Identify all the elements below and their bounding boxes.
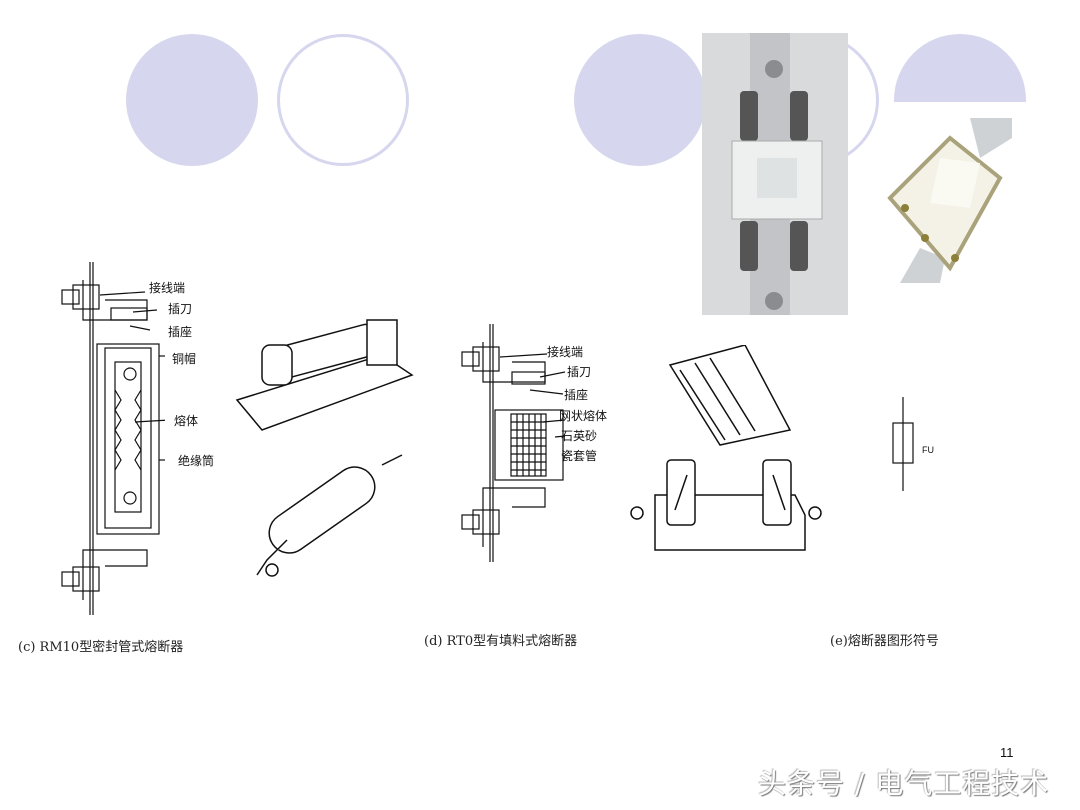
label-copper-cap: 铜帽 bbox=[172, 352, 197, 366]
label-porcelain-tube: 瓷套管 bbox=[561, 449, 598, 463]
caption-rm10: (c) RM10型密封管式熔断器 bbox=[18, 640, 184, 655]
decorative-circle bbox=[126, 34, 258, 166]
label-mesh-fuse: 网状熔体 bbox=[559, 409, 608, 423]
label-terminal: 接线端 bbox=[149, 281, 186, 295]
label-quartz-sand: 石英砂 bbox=[561, 429, 598, 443]
label-terminal: 接线端 bbox=[547, 345, 584, 359]
label-knife: 插刀 bbox=[168, 302, 193, 316]
page-number: 11 bbox=[1000, 745, 1014, 760]
label-socket: 插座 bbox=[564, 388, 589, 402]
decorative-circle bbox=[574, 34, 706, 166]
rm10-fuse-illustration bbox=[235, 319, 414, 577]
fuse-photo-nt bbox=[880, 118, 1012, 283]
rm10-fuse-diagram bbox=[61, 262, 165, 615]
label-knife: 插刀 bbox=[567, 365, 592, 379]
label-socket: 插座 bbox=[168, 325, 193, 339]
fuse-symbol bbox=[892, 397, 914, 491]
rt0-fuse-illustration bbox=[630, 345, 822, 551]
rt0-fuse-diagram bbox=[461, 324, 565, 562]
caption-symbol: (e)熔断器图形符号 bbox=[830, 634, 939, 649]
label-insulating-tube: 绝缘筒 bbox=[178, 454, 215, 468]
decorative-circle bbox=[277, 34, 409, 166]
caption-rt0: (d) RT0型有填料式熔断器 bbox=[424, 634, 578, 649]
fuse-symbol-label: FU bbox=[922, 445, 934, 455]
label-fuse-element: 熔体 bbox=[174, 414, 199, 428]
fuse-photo-rt bbox=[702, 33, 848, 315]
watermark: 头条号 / 电气工程技术 bbox=[758, 767, 1050, 800]
